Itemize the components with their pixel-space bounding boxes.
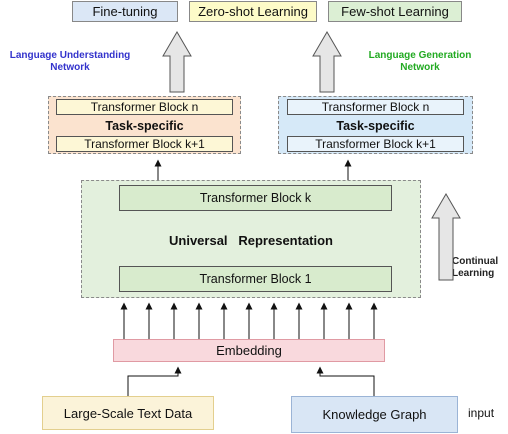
continual-line1: Continual xyxy=(452,256,499,267)
lu-label-line2: Network xyxy=(50,62,90,73)
lu-block-k1-text: Transformer Block k+1 xyxy=(84,137,205,151)
lg-task-text: Task-specific xyxy=(336,119,415,133)
lg-block-n-text: Transformer Block n xyxy=(321,100,430,114)
few-shot-box: Few-shot Learning xyxy=(328,1,462,22)
fine-tuning-box: Fine-tuning xyxy=(72,1,178,22)
continual-learning-label: Continual Learning xyxy=(452,256,508,280)
lg-transformer-block-n: Transformer Block n xyxy=(287,99,464,115)
language-generation-label: Language Generation Network xyxy=(350,50,490,74)
lg-block-k1-text: Transformer Block k+1 xyxy=(315,137,436,151)
fine-tuning-hollow-arrow xyxy=(162,31,192,93)
universal-representation-title: Universal Representation xyxy=(81,230,421,250)
universal-transformer-block-1: Transformer Block 1 xyxy=(119,266,392,292)
text-data-to-embedding-arrow xyxy=(127,366,182,396)
knowledge-graph-to-embedding-arrow xyxy=(316,366,375,396)
embedding-box: Embedding xyxy=(113,339,385,362)
continual-learning-hollow-arrow xyxy=(431,193,461,281)
text-data-text: Large-Scale Text Data xyxy=(63,405,193,421)
embedding-to-universal-arrows xyxy=(120,302,378,339)
lg-label-line1: Language Generation xyxy=(368,50,472,61)
zero-shot-label: Zero-shot Learning xyxy=(198,4,308,19)
embedding-text: Embedding xyxy=(216,343,282,358)
generation-hollow-arrow xyxy=(312,31,342,93)
lu-label-line1: Language Understanding xyxy=(9,50,131,61)
lu-task-specific: Task-specific xyxy=(48,116,241,136)
fine-tuning-label: Fine-tuning xyxy=(92,4,158,19)
large-scale-text-data-box: Large-Scale Text Data xyxy=(42,396,214,430)
lg-label-line2: Network xyxy=(400,62,440,73)
universal-block-1-text: Transformer Block 1 xyxy=(199,272,312,286)
lu-task-text: Task-specific xyxy=(105,119,184,133)
lu-block-n-text: Transformer Block n xyxy=(90,100,199,114)
input-label: input xyxy=(468,406,494,420)
continual-line2: Learning xyxy=(452,268,495,279)
zero-shot-box: Zero-shot Learning xyxy=(189,1,317,22)
lg-transformer-block-k1: Transformer Block k+1 xyxy=(287,136,464,152)
lu-transformer-block-k1: Transformer Block k+1 xyxy=(56,136,233,152)
knowledge-graph-text: Knowledge Graph xyxy=(322,407,427,422)
language-understanding-label: Language Understanding Network xyxy=(0,50,140,74)
universal-transformer-block-k: Transformer Block k xyxy=(119,185,392,211)
lg-task-specific: Task-specific xyxy=(278,116,473,136)
lu-transformer-block-n: Transformer Block n xyxy=(56,99,233,115)
universal-title-text: Universal Representation xyxy=(169,232,333,248)
few-shot-label: Few-shot Learning xyxy=(341,4,449,19)
knowledge-graph-box: Knowledge Graph xyxy=(291,396,458,433)
input-label-text: input xyxy=(468,406,495,420)
universal-block-k-text: Transformer Block k xyxy=(199,191,312,205)
